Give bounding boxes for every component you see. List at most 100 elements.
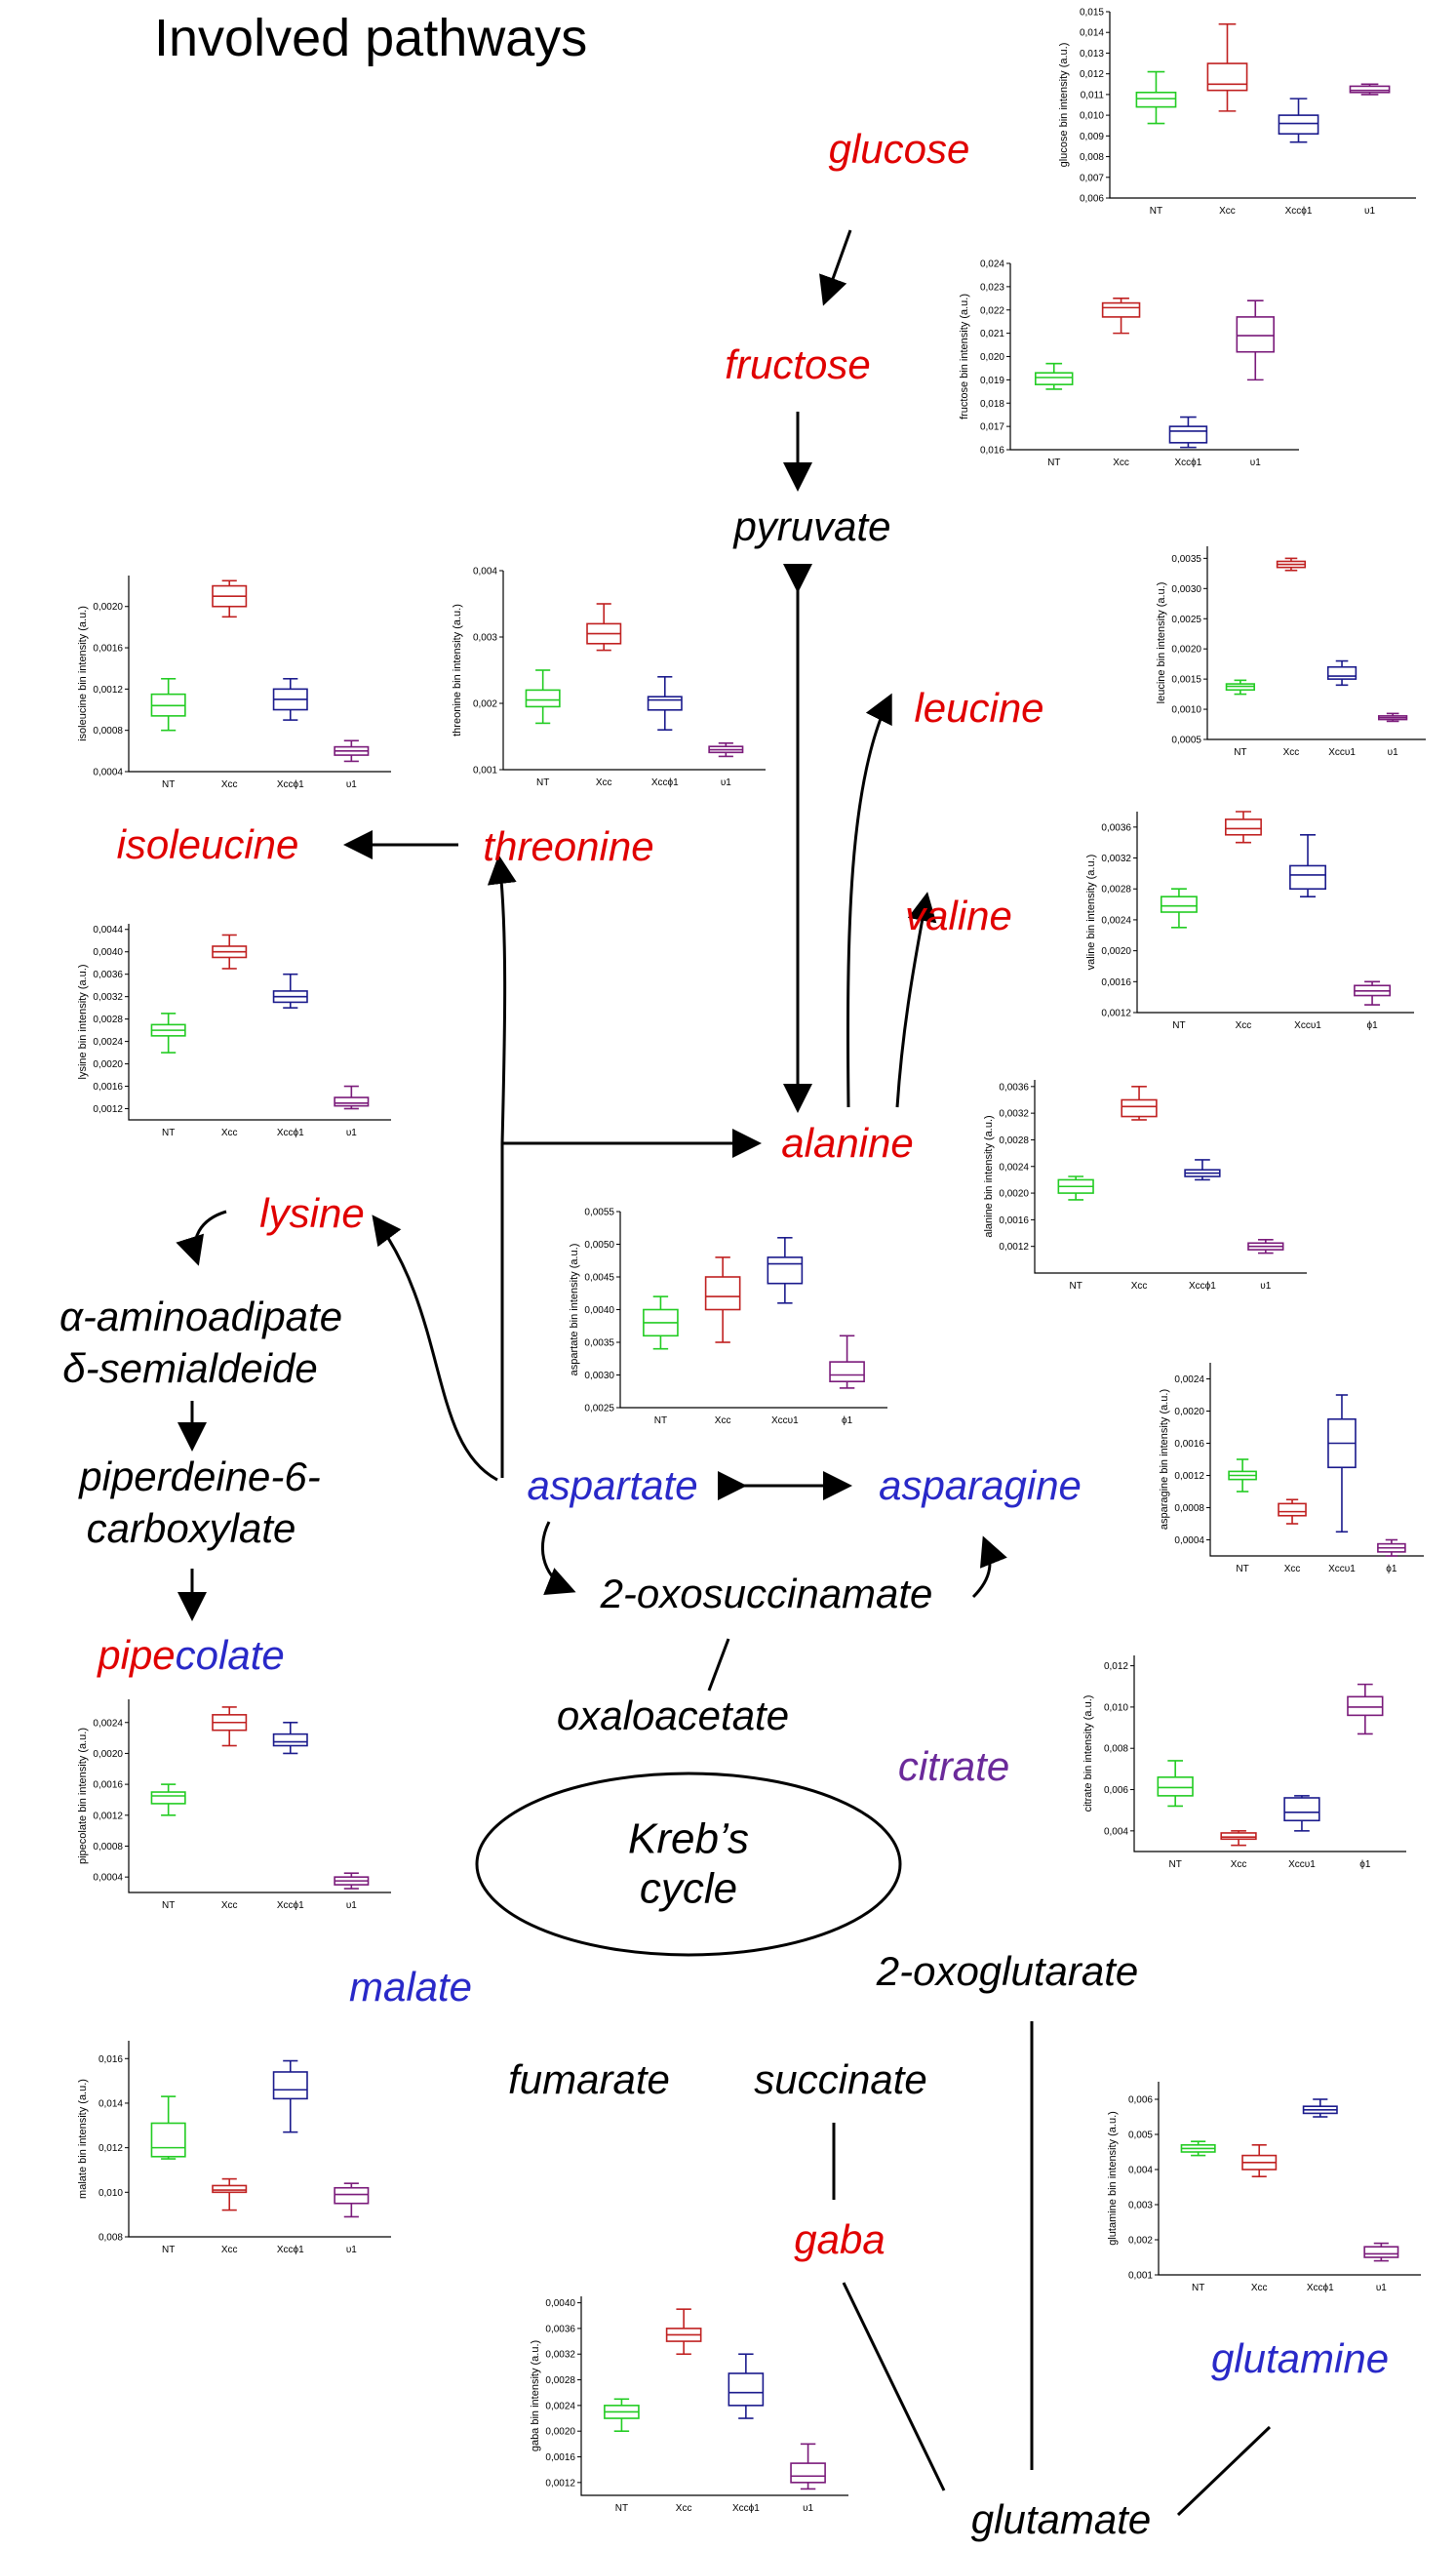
node-lysine: lysine	[259, 1189, 365, 1236]
ytick-label: 0,0055	[584, 1208, 614, 1218]
ytick-label: 0,0016	[545, 2452, 575, 2463]
ytick-label: 0,0024	[999, 1162, 1029, 1173]
xtick-label: Xcc	[1231, 1859, 1247, 1870]
box-Xccϕ1	[1278, 98, 1319, 143]
ytick-label: 0,0012	[999, 1242, 1029, 1253]
box-Xccϕ1	[1184, 1159, 1221, 1181]
box-ϕ1	[829, 1334, 865, 1389]
chart-axes	[1034, 1080, 1307, 1274]
line-gaba-glutamate	[842, 2282, 946, 2491]
xtick-label: Xcc	[676, 2503, 692, 2514]
xtick-label: ϕ1	[1359, 1859, 1371, 1870]
ytick-label: 0,0025	[584, 1404, 614, 1414]
chart-ylabel: lysine bin intensity (a.u.)	[77, 965, 89, 1080]
ytick-label: 0,0012	[1101, 1009, 1131, 1019]
ytick-label: 0,0032	[1101, 854, 1131, 864]
line-oxosuccinamate-oxaloacetate	[707, 1638, 730, 1692]
box-NT	[150, 1783, 186, 1816]
krebs-cycle-ellipse	[475, 1772, 902, 1957]
box-Xccϕ1	[1302, 2098, 1338, 2118]
box-ϕ1	[1354, 980, 1392, 1006]
ytick-label: 0,003	[473, 633, 497, 644]
chart-axes	[1109, 12, 1416, 199]
valine-chart-svg: valine bin intensity (a.u.) 0,0012 0,0016 0…	[1085, 811, 1414, 1031]
ytick-label: 0,0012	[93, 1104, 123, 1115]
box-iqr	[1278, 114, 1319, 136]
box-iqr	[1121, 1098, 1158, 1118]
box-iqr	[272, 2071, 308, 2100]
xtick-label: NT	[162, 1128, 175, 1138]
chart-ylabel: valine bin intensity (a.u.)	[1085, 855, 1097, 971]
box-Xccϕ1	[272, 1721, 308, 1755]
arrow-aspartate-lysine	[372, 1215, 498, 1482]
xtick-label: Xcc	[1251, 2283, 1268, 2293]
node-glutamine: glutamine	[1210, 2334, 1390, 2381]
node-oxoglutarate: 2-oxoglutarate	[876, 1947, 1139, 1994]
ytick-label: 0,007	[1080, 173, 1104, 183]
ytick-label: 0,0016	[1101, 977, 1131, 988]
chart-ylabel: citrate bin intensity (a.u.)	[1082, 1695, 1094, 1812]
xtick-label: υ1	[346, 1128, 357, 1138]
ytick-label: 0,0008	[93, 1842, 123, 1852]
ytick-label: 0,010	[98, 2188, 123, 2199]
ytick-label: 0,0016	[93, 1780, 123, 1791]
ytick-label: 0,0036	[93, 970, 123, 980]
node-asparagine: asparagine	[879, 1461, 1082, 1508]
chart-ylabel: leucine bin intensity (a.u.)	[1156, 582, 1167, 704]
ytick-label: 0,004	[1104, 1826, 1128, 1837]
xtick-label: Xccυ1	[1328, 1564, 1356, 1574]
xtick-label: Xccϕ1	[1285, 206, 1313, 217]
glutamine-chart-svg: glutamine bin intensity (a.u.)0,0010,002…	[1107, 2082, 1421, 2293]
box-Xccυ1	[1326, 659, 1358, 687]
arrow-glucose-fructose	[819, 229, 852, 306]
ytick-label: 0,003	[1128, 2201, 1153, 2211]
box-NT	[1160, 888, 1198, 929]
chart-ylabel: malate bin intensity (a.u.)	[77, 2079, 89, 2199]
ytick-label: 0,0024	[93, 1718, 123, 1729]
box-Xcc	[212, 1706, 248, 1747]
malate-chart-svg: malate bin intensity (a.u.)0,0080,0100,0…	[77, 2041, 391, 2255]
ytick-label: 0,024	[980, 259, 1004, 270]
ytick-label: 0,0008	[93, 726, 123, 737]
box-iqr	[1377, 1542, 1406, 1553]
xtick-label: NT	[654, 1415, 667, 1426]
box-iqr	[728, 2372, 765, 2407]
ytick-label: 0,020	[980, 352, 1004, 363]
box-Xccϕ1	[1168, 416, 1208, 449]
ytick-label: 0,0020	[93, 1749, 123, 1760]
node-pyruvate: pyruvate	[733, 502, 891, 549]
box-iqr	[1160, 896, 1198, 913]
xtick-label: NT	[1150, 206, 1162, 217]
xtick-label: Xcc	[221, 1128, 238, 1138]
ytick-label: 0,012	[1080, 69, 1104, 80]
box-iqr	[150, 1791, 186, 1805]
box-NT	[1228, 1458, 1257, 1493]
box-iqr	[1157, 1776, 1194, 1797]
ytick-label: 0,0010	[1171, 705, 1201, 716]
box-iqr	[1283, 1797, 1320, 1822]
chart-axes	[1206, 546, 1426, 740]
box-Xcc	[1278, 1498, 1307, 1525]
ytick-label: 0,0004	[1174, 1535, 1204, 1546]
ytick-label: 0,0008	[1174, 1503, 1204, 1514]
box-υ1	[334, 739, 370, 763]
ytick-label: 0,0020	[1101, 946, 1131, 957]
ytick-label: 0,010	[1104, 1702, 1128, 1713]
box-iqr	[1035, 372, 1074, 385]
ytick-label: 0,0032	[999, 1109, 1029, 1120]
xtick-label: Xccυ1	[1328, 747, 1356, 758]
ytick-label: 0,0035	[1171, 554, 1201, 565]
box-iqr	[1206, 62, 1248, 92]
arrow-oxosuccinamate-asparagine	[971, 1535, 1007, 1599]
ytick-label: 0,015	[1080, 8, 1104, 19]
ytick-label: 0,0020	[93, 1059, 123, 1070]
xtick-label: Xccϕ1	[1307, 2283, 1334, 2293]
box-υ1	[1363, 2242, 1399, 2262]
box-iqr	[525, 689, 561, 708]
